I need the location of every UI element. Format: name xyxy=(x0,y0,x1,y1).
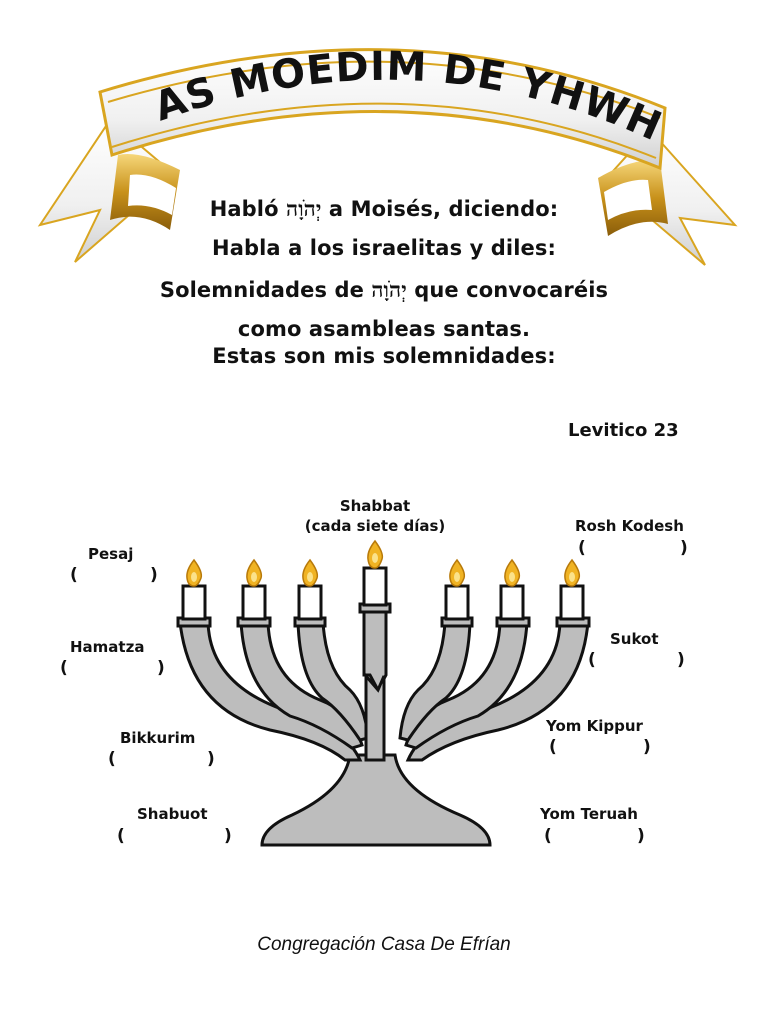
menorah-arm xyxy=(398,620,472,742)
answer-open-paren: ( xyxy=(588,650,596,670)
candle xyxy=(297,584,323,621)
candle xyxy=(181,584,207,621)
feast-label-sukot: Sukot xyxy=(610,630,659,648)
ribbon-band xyxy=(98,48,667,171)
divine-name: יְהֺוָה xyxy=(371,277,407,302)
menorah-arm xyxy=(239,620,364,750)
verse-line-1: Habló יְהֺוָה a Moisés, diciendo: xyxy=(209,196,559,221)
menorah-base xyxy=(260,753,492,847)
title-banner: LAS MOEDIM DE YHWH xyxy=(0,0,738,266)
answer-close-paren: ) xyxy=(224,826,232,846)
footer-congregation: Congregación Casa De Efrían xyxy=(257,934,511,955)
verse-line-4: como asambleas santas. xyxy=(237,317,531,341)
ribbon-right-tail xyxy=(598,128,738,266)
verse-line-2: Habla a los israelitas y diles: xyxy=(212,236,556,260)
scripture-reference: Levitico 23 xyxy=(568,420,679,441)
divine-name: יְהֺוָה xyxy=(286,196,322,221)
answer-close-paren: ) xyxy=(680,538,688,558)
candle xyxy=(362,566,388,607)
answer-open-paren: ( xyxy=(544,826,552,846)
answer-open-paren: ( xyxy=(70,565,78,585)
answer-open-paren: ( xyxy=(117,826,125,846)
answer-close-paren: ) xyxy=(677,650,685,670)
answer-open-paren: ( xyxy=(578,538,586,558)
feast-label-yom-kippur: Yom Kippur xyxy=(546,717,643,735)
verse-line-5: Estas son mis solemnidades: xyxy=(212,344,556,368)
candle xyxy=(499,584,525,621)
answer-close-paren: ) xyxy=(643,737,651,757)
verse-line-3: Solemnidades de יְהֺוָה que convocaréis xyxy=(159,277,609,302)
answer-close-paren: ) xyxy=(150,565,158,585)
candle xyxy=(241,584,267,621)
feast-label-shabuot: Shabuot xyxy=(137,805,208,823)
menorah-arm xyxy=(296,620,370,742)
answer-open-paren: ( xyxy=(549,737,557,757)
ribbon-left-tail xyxy=(37,118,180,263)
candle xyxy=(444,584,470,621)
feast-label-bikkurim: Bikkurim xyxy=(120,729,196,747)
feast-label-shabbat: Shabbat xyxy=(339,497,411,515)
answer-open-paren: ( xyxy=(60,658,68,678)
menorah-arm xyxy=(404,620,529,750)
candle xyxy=(559,584,585,621)
feast-note-shabbat: (cada siete días) xyxy=(304,517,446,535)
feast-label-pesaj: Pesaj xyxy=(88,545,134,563)
answer-open-paren: ( xyxy=(108,749,116,769)
feast-label-yom-teruah: Yom Teruah xyxy=(540,805,638,823)
answer-close-paren: ) xyxy=(157,658,165,678)
feast-label-hamatza: Hamatza xyxy=(70,638,145,656)
answer-close-paren: ) xyxy=(207,749,215,769)
answer-close-paren: ) xyxy=(637,826,645,846)
feast-label-rosh-kodesh: Rosh Kodesh xyxy=(575,517,684,535)
